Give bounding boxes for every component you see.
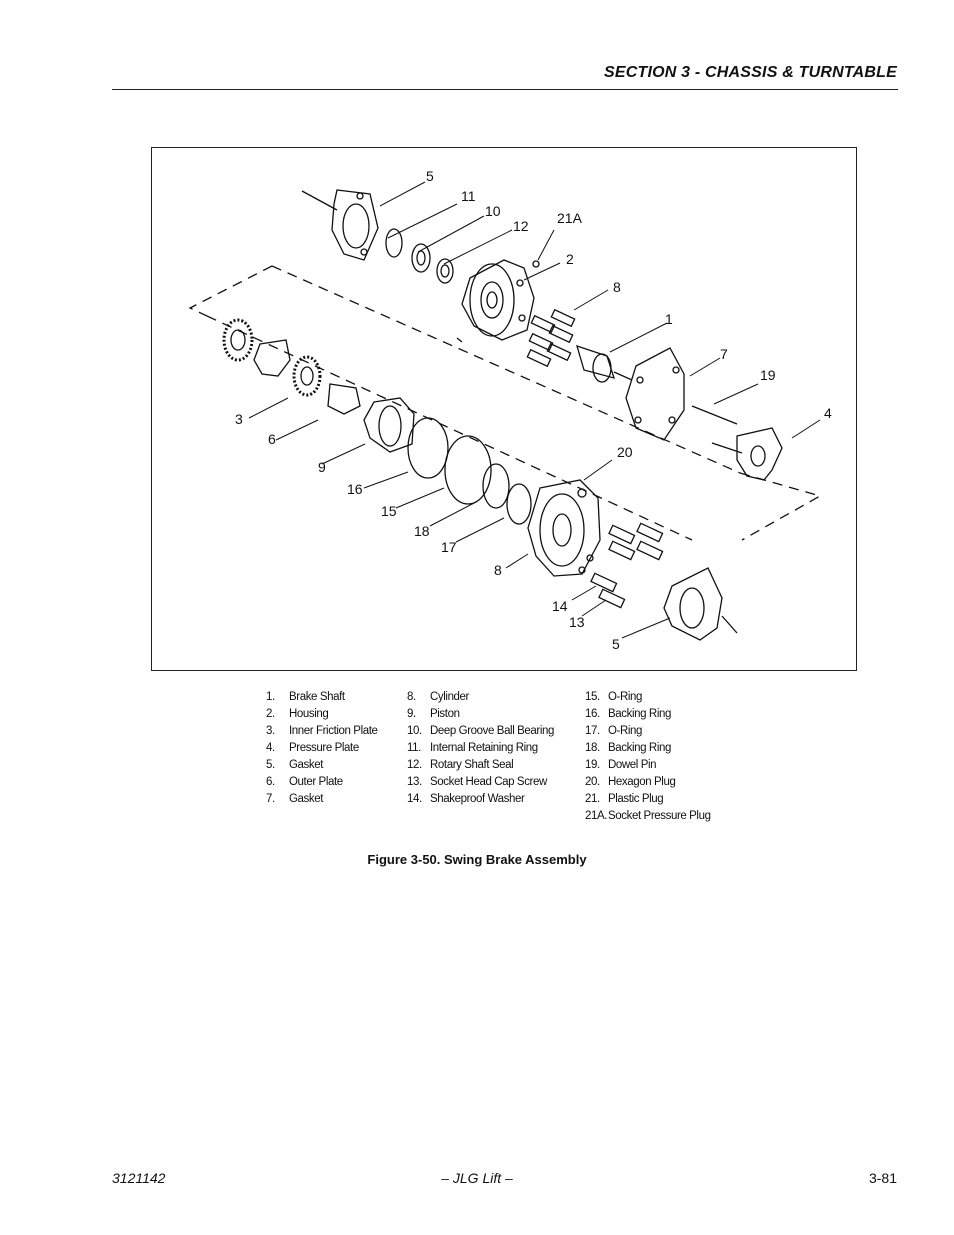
callout-19: 19 — [760, 367, 776, 383]
brake-shaft-shape — [576, 344, 633, 383]
legend-item: 15.O-Ring — [585, 691, 643, 703]
callout-15: 15 — [381, 503, 397, 519]
footer-page-number: 3-81 — [868, 1170, 897, 1186]
callout-20: 20 — [617, 444, 633, 460]
legend-column-2: 8.Cylinder 9.Piston 10.Deep Groove Ball … — [407, 689, 554, 808]
legend-item: 10.Deep Groove Ball Bearing — [407, 725, 555, 737]
exploded-view-drawing: 5 11 10 12 21A 2 8 1 7 19 4 3 6 9 16 15 … — [188, 168, 832, 652]
callout-1: 1 — [665, 311, 673, 327]
callout-5-bottom: 5 — [612, 636, 620, 652]
legend-item: 19.Dowel Pin — [585, 759, 657, 771]
callout-10: 10 — [485, 203, 501, 219]
legend-item: 8.Cylinder — [407, 691, 469, 703]
legend-item: 16.Backing Ring — [585, 708, 671, 720]
legend-item: 1.Brake Shaft — [266, 691, 345, 703]
housing-shape — [456, 259, 535, 343]
legend-item: 20.Hexagon Plug — [585, 776, 676, 788]
legend-item: 2.Housing — [266, 708, 329, 720]
legend-item: 14.Shakeproof Washer — [407, 793, 525, 805]
callout-2: 2 — [566, 251, 574, 267]
callout-7: 7 — [720, 346, 728, 362]
outer-plate-shapes — [253, 339, 361, 415]
gasket-right-shape — [625, 347, 685, 441]
legend-column-1: 1.Brake Shaft 2.Housing 3.Inner Friction… — [266, 689, 378, 808]
callout-8-bottom: 8 — [494, 562, 502, 578]
legend-item: 4.Pressure Plate — [266, 742, 359, 754]
callout-9: 9 — [318, 459, 326, 475]
callout-12: 12 — [513, 218, 529, 234]
o-ring-small-shape — [506, 483, 532, 525]
legend-item: 11.Internal Retaining Ring — [407, 742, 538, 754]
section-title: SECTION 3 - CHASSIS & TURNTABLE — [603, 64, 897, 81]
legend-item: 9.Piston — [407, 708, 460, 720]
callout-13: 13 — [569, 614, 585, 630]
figure-swing-brake-assembly: 5 11 10 12 21A 2 8 1 7 19 4 3 6 9 16 15 … — [151, 147, 857, 671]
cylinder-body-shape — [527, 479, 601, 577]
callout-16: 16 — [347, 481, 363, 497]
callout-11: 11 — [461, 188, 476, 204]
dowel-pin-shape — [691, 405, 738, 425]
legend-item: 17.O-Ring — [585, 725, 643, 737]
legend-item: 12.Rotary Shaft Seal — [407, 759, 514, 771]
callout-5-top: 5 — [426, 168, 434, 184]
backing-ring-small-shape — [482, 463, 510, 509]
header-rule — [112, 89, 898, 90]
footer-center-text: – JLG Lift – — [441, 1170, 513, 1186]
leader-lines — [248, 181, 821, 639]
callout-21a: 21A — [557, 210, 583, 226]
legend-item: 21.Plastic Plug — [585, 793, 664, 805]
shaft-seal-shape — [436, 258, 454, 284]
bearing-shape — [411, 243, 431, 273]
callout-3: 3 — [235, 411, 243, 427]
legend-item: 18.Backing Ring — [585, 742, 671, 754]
legend-item: 7.Gasket — [266, 793, 324, 805]
legend-item: 5.Gasket — [266, 759, 324, 771]
gasket-top-shape — [301, 189, 379, 261]
socket-pressure-plug-shape — [532, 260, 540, 268]
footer-doc-number: 3121142 — [112, 1170, 166, 1186]
callout-14: 14 — [552, 598, 568, 614]
callout-18: 18 — [414, 523, 430, 539]
assembly-outline-left — [188, 265, 273, 317]
figure-caption: Figure 3-50. Swing Brake Assembly — [367, 852, 587, 867]
gasket-bottom-shape — [663, 567, 738, 641]
piston-shape — [363, 397, 415, 453]
callout-8-top: 8 — [613, 279, 621, 295]
cylinder-group-top — [526, 308, 576, 368]
legend-item: 21A.Socket Pressure Plug — [585, 810, 711, 822]
legend-item: 3.Inner Friction Plate — [266, 725, 378, 737]
assembly-outline-bottom — [206, 315, 693, 541]
cap-screw-group — [578, 522, 664, 609]
o-ring-large-shape — [444, 435, 492, 505]
callout-17: 17 — [441, 539, 457, 555]
legend-item: 6.Outer Plate — [266, 776, 343, 788]
backing-ring-shape — [407, 417, 449, 479]
legend-item: 13.Socket Head Cap Screw — [407, 776, 547, 788]
inner-friction-plate-shapes — [222, 318, 322, 397]
callout-4: 4 — [824, 405, 832, 421]
assembly-outline-right — [739, 472, 822, 541]
callout-6: 6 — [268, 431, 276, 447]
retaining-ring-shape — [385, 228, 403, 258]
legend-column-3: 15.O-Ring 16.Backing Ring 17.O-Ring 18.B… — [585, 689, 711, 825]
assembly-outline-top — [271, 265, 741, 474]
pressure-plate-shape — [736, 427, 783, 481]
